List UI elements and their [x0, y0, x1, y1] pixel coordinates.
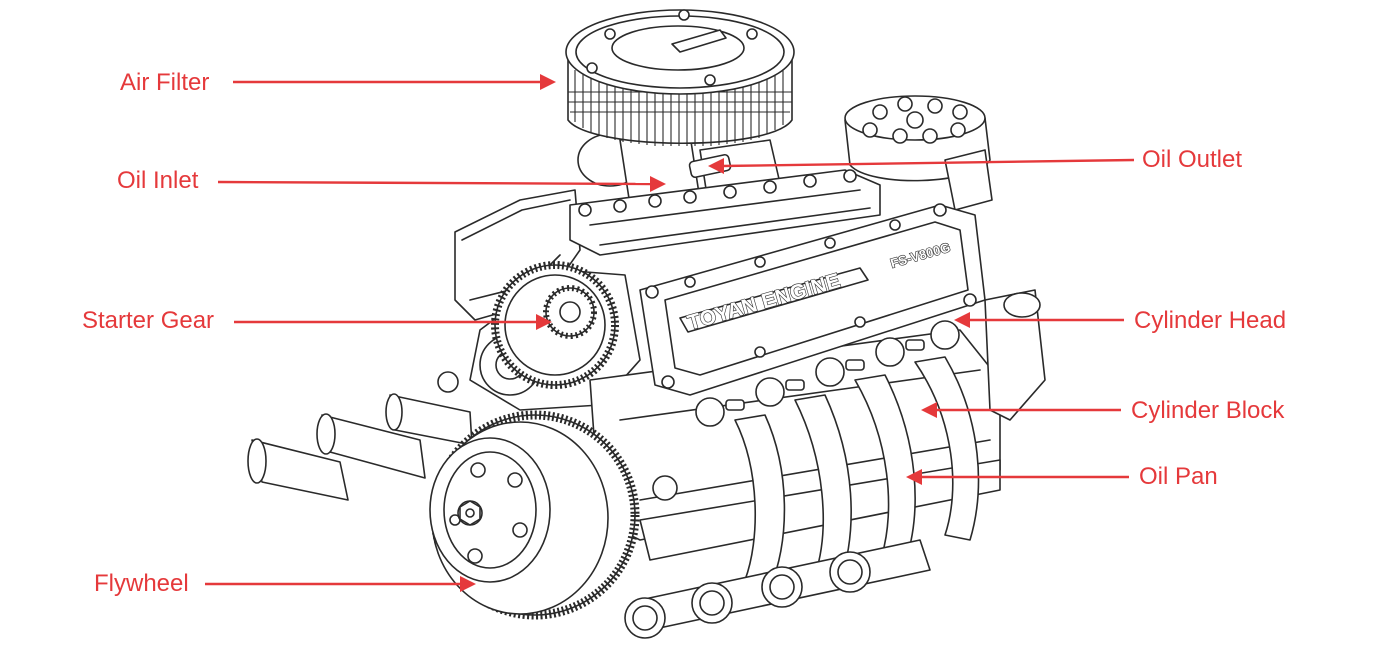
callout-flywheel: Flywheel: [94, 570, 476, 597]
arrow-cylinder-head: [954, 312, 970, 328]
label-cylinder-head: Cylinder Head: [1134, 307, 1286, 334]
engine-illustration: [247, 9, 1046, 639]
right-rocker-cover: [639, 203, 986, 396]
air-filter: [565, 9, 795, 146]
arrow-oil-pan: [906, 469, 922, 485]
label-cylinder-block: Cylinder Block: [1131, 397, 1285, 424]
label-oil-outlet: Oil Outlet: [1142, 146, 1242, 173]
arrow-cylinder-block: [921, 402, 937, 418]
callout-oil-inlet: Oil Inlet: [117, 167, 666, 194]
leader-oil-outlet: [721, 158, 1135, 168]
label-starter-gear: Starter Gear: [82, 307, 214, 334]
callout-air-filter: Air Filter: [120, 69, 556, 96]
intake-horns: [247, 393, 473, 501]
label-oil-inlet: Oil Inlet: [117, 167, 199, 194]
label-air-filter: Air Filter: [120, 69, 209, 96]
arrow-flywheel: [460, 576, 476, 592]
intake-manifold: [569, 169, 881, 256]
spark-plugs: [652, 320, 960, 501]
callout-starter-gear: Starter Gear: [82, 307, 552, 334]
label-oil-pan: Oil Pan: [1139, 463, 1218, 490]
callout-cylinder-block: Cylinder Block: [921, 397, 1285, 424]
flywheel: [429, 410, 640, 620]
arrow-starter-gear: [536, 314, 552, 330]
distributor-cap: [844, 95, 993, 211]
callout-oil-outlet: Oil Outlet: [708, 146, 1242, 174]
arrow-oil-outlet: [708, 158, 724, 174]
callouts: Air Filter Oil Inlet Starter Gear Flywhe…: [82, 69, 1286, 597]
callout-cylinder-head: Cylinder Head: [954, 307, 1286, 334]
starter-gear: [491, 261, 619, 389]
exhaust-outlets: [624, 539, 931, 639]
exhaust-headers: [734, 289, 1046, 589]
arrow-air-filter: [540, 74, 556, 90]
label-flywheel: Flywheel: [94, 570, 189, 597]
leader-oil-inlet: [217, 180, 653, 186]
callout-oil-pan: Oil Pan: [906, 463, 1218, 490]
arrow-oil-inlet: [650, 176, 666, 192]
